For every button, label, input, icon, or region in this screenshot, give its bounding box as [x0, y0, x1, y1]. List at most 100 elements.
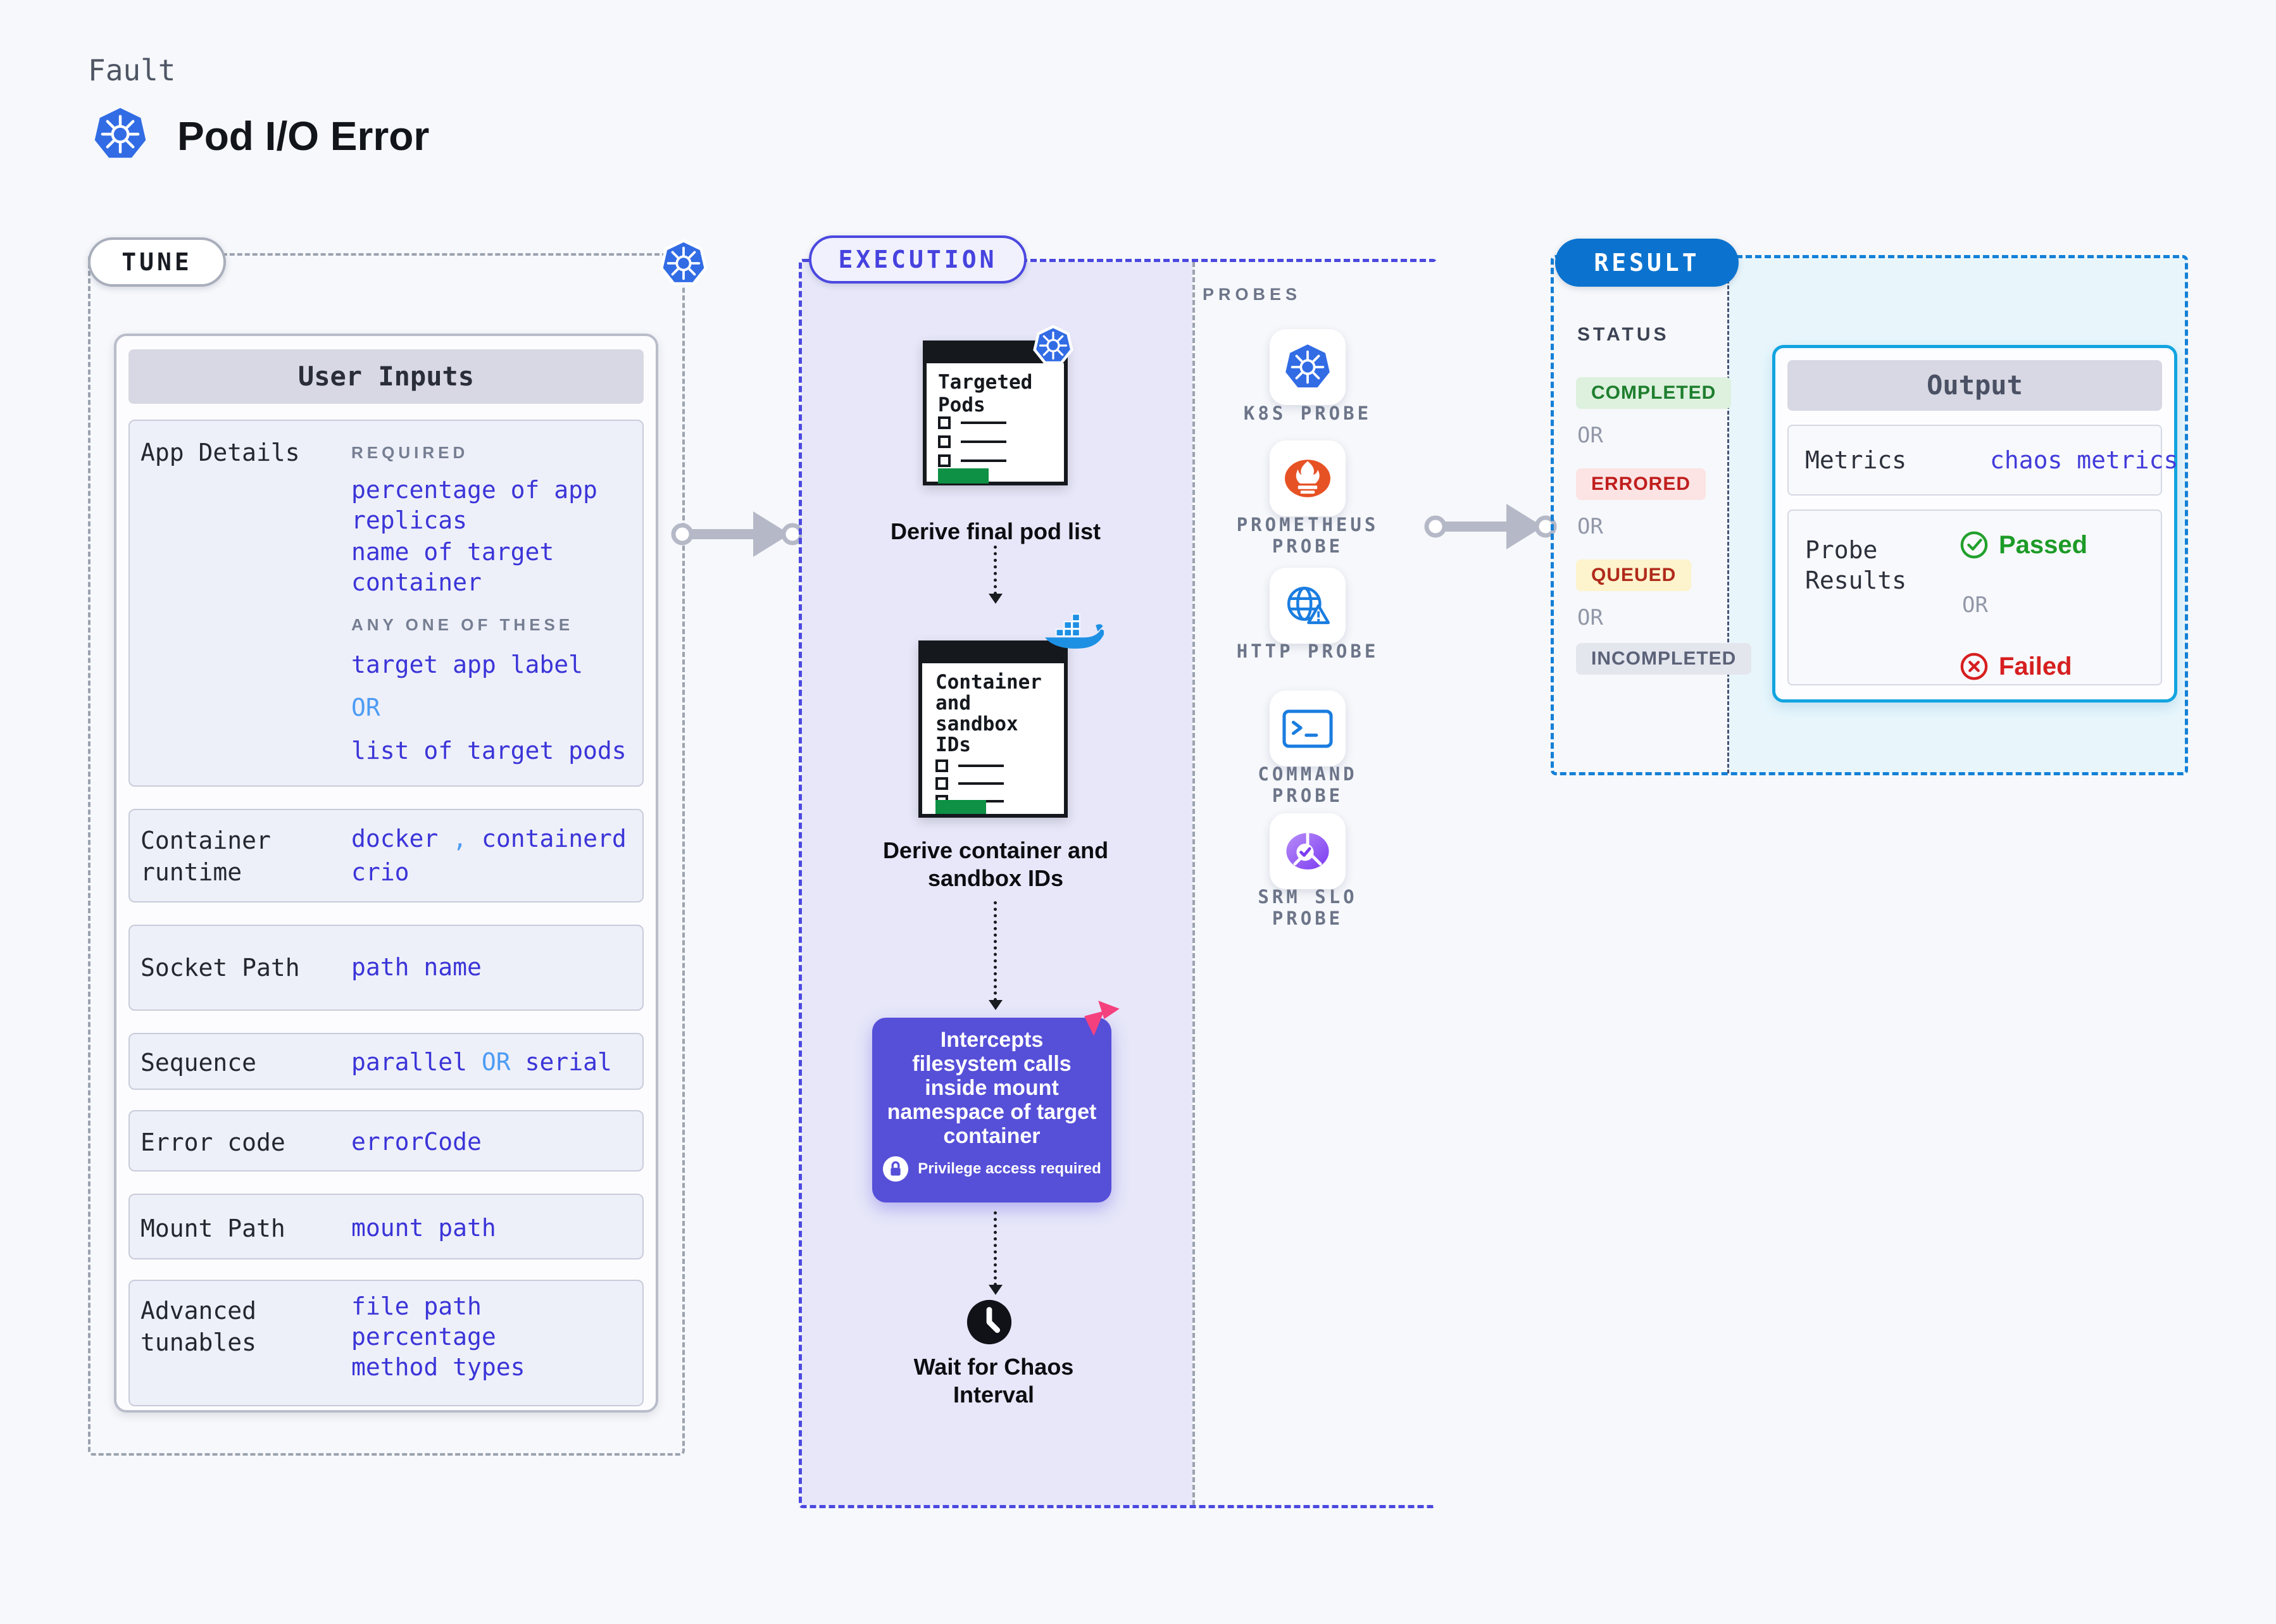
list-line [961, 459, 1006, 462]
status-badge-incompleted: INCOMPLETED [1576, 643, 1752, 675]
caption-line: Wait for Chaos [913, 1354, 1074, 1380]
docker-icon [1043, 613, 1104, 658]
kubernetes-icon [660, 239, 708, 287]
probe-label-line: SRM SLO [1258, 886, 1358, 908]
checkbox-row [938, 435, 1006, 448]
checkbox-row [938, 416, 1006, 429]
status-badge-queued: QUEUED [1576, 559, 1692, 591]
probe-label-prometheus: PROMETHEUS PROBE [1213, 514, 1403, 557]
progress-bar [938, 468, 989, 484]
list-line [961, 422, 1006, 424]
advanced-value: file path [351, 1292, 482, 1320]
value: containerd [481, 825, 627, 853]
arrow-down-icon [989, 594, 1003, 611]
progress-bar [935, 800, 986, 814]
status-caption: STATUS [1577, 324, 1670, 345]
chaos-fork-icon [1084, 1000, 1120, 1037]
sequence-value: parallel OR serial [351, 1048, 612, 1076]
page-title: Pod I/O Error [177, 113, 430, 159]
row-socket-path-label: Socket Path [141, 954, 300, 982]
mount-path-value: mount path [351, 1214, 496, 1242]
probe-label-line: COMMAND [1258, 763, 1358, 785]
label-line: Container [141, 827, 271, 854]
metrics-label: Metrics [1805, 446, 1907, 474]
doc-title-line: Container [935, 671, 1042, 694]
container-runtime-value-crio: crio [351, 858, 410, 886]
label-line: Advanced [141, 1297, 257, 1325]
list-line [961, 440, 1006, 443]
check-circle-icon [1960, 530, 1989, 559]
probe-label-command: COMMAND PROBE [1213, 763, 1403, 806]
required-value: replicas [351, 506, 468, 534]
row-sequence [128, 1033, 644, 1090]
list-line [958, 782, 1004, 785]
probe-label-line: PROBE [1272, 535, 1344, 557]
probe-card-srm-slo [1270, 813, 1346, 889]
text-line: namespace of target [887, 1100, 1097, 1124]
http-globe-warning-icon [1287, 587, 1330, 625]
step1-caption: Derive final pod list [890, 518, 1101, 544]
checkbox-row [938, 454, 1006, 467]
probe-card-http [1270, 568, 1346, 644]
text-line: inside mount [925, 1076, 1059, 1100]
kubernetes-icon [1033, 325, 1073, 366]
doc-title-line: sandbox [935, 713, 1018, 735]
output-probe-results-row [1787, 509, 2162, 685]
probe-label-line: HTTP PROBE [1236, 640, 1379, 662]
value: parallel [351, 1048, 468, 1076]
text-line: Intercepts [940, 1028, 1044, 1052]
checkbox-icon [938, 435, 951, 448]
caption-line: sandbox IDs [927, 865, 1064, 891]
any-value-2: list of target pods [351, 737, 627, 765]
probe-card-command [1270, 690, 1346, 766]
list-line [958, 765, 1004, 767]
kubernetes-icon [1285, 344, 1330, 388]
row-socket-path [128, 925, 644, 1011]
privilege-note: Privilege access required [872, 1156, 1111, 1182]
probes-caption: PROBES [1203, 285, 1302, 304]
arrow-tune-to-execution [670, 499, 804, 570]
error-code-value: errorCode [351, 1128, 482, 1156]
required-caption: REQUIRED [351, 443, 469, 462]
flow-connector [994, 901, 997, 1001]
or-separator: OR [351, 694, 380, 721]
or-separator: OR [481, 1048, 511, 1076]
row-app-details-label: App Details [141, 439, 300, 466]
probe-label-srm-slo: SRM SLO PROBE [1213, 886, 1403, 929]
step2-caption: Derive container and sandbox IDs [879, 837, 1113, 892]
row-advanced-tunables [128, 1280, 644, 1406]
comma: , [453, 825, 468, 853]
required-value: container [351, 568, 482, 596]
checkbox-row [935, 759, 1004, 772]
terminal-icon [1282, 709, 1333, 748]
any-value-1: target app label [351, 651, 584, 678]
label-line: tunables [141, 1328, 257, 1356]
label-line: Probe [1805, 536, 1878, 564]
execution-pill: EXECUTION [809, 235, 1027, 284]
output-title: Output [1787, 360, 2162, 411]
status-badge-errored: ERRORED [1576, 468, 1706, 500]
privilege-label: Privilege access required [918, 1160, 1101, 1177]
required-value: name of target [351, 538, 554, 566]
row-error-code [128, 1110, 644, 1171]
probe-label-k8s: K8S PROBE [1213, 403, 1403, 424]
probe-label-line: PROBE [1272, 785, 1344, 806]
probe-label-line: K8S PROBE [1243, 403, 1372, 424]
probe-card-prometheus [1270, 440, 1346, 516]
required-value: percentage of app [351, 476, 597, 504]
row-mount-path [128, 1194, 644, 1259]
arrow-execution-to-result [1423, 491, 1557, 562]
checkbox-row [935, 777, 1004, 790]
probe-label-line: PROMETHEUS [1236, 514, 1379, 535]
probe-card-k8s [1270, 329, 1346, 405]
row-sequence-label: Sequence [141, 1049, 257, 1077]
container-runtime-values: docker , containerd [351, 825, 627, 853]
row-mount-path-label: Mount Path [141, 1215, 285, 1242]
text-line: filesystem calls [912, 1052, 1072, 1076]
row-error-code-label: Error code [141, 1128, 285, 1156]
socket-path-value: path name [351, 953, 482, 981]
or-separator: OR [1577, 423, 1603, 448]
row-advanced-tunables-label: Advanced tunables [141, 1295, 256, 1358]
or-separator: OR [1577, 605, 1603, 630]
user-inputs-title: User Inputs [128, 349, 644, 404]
